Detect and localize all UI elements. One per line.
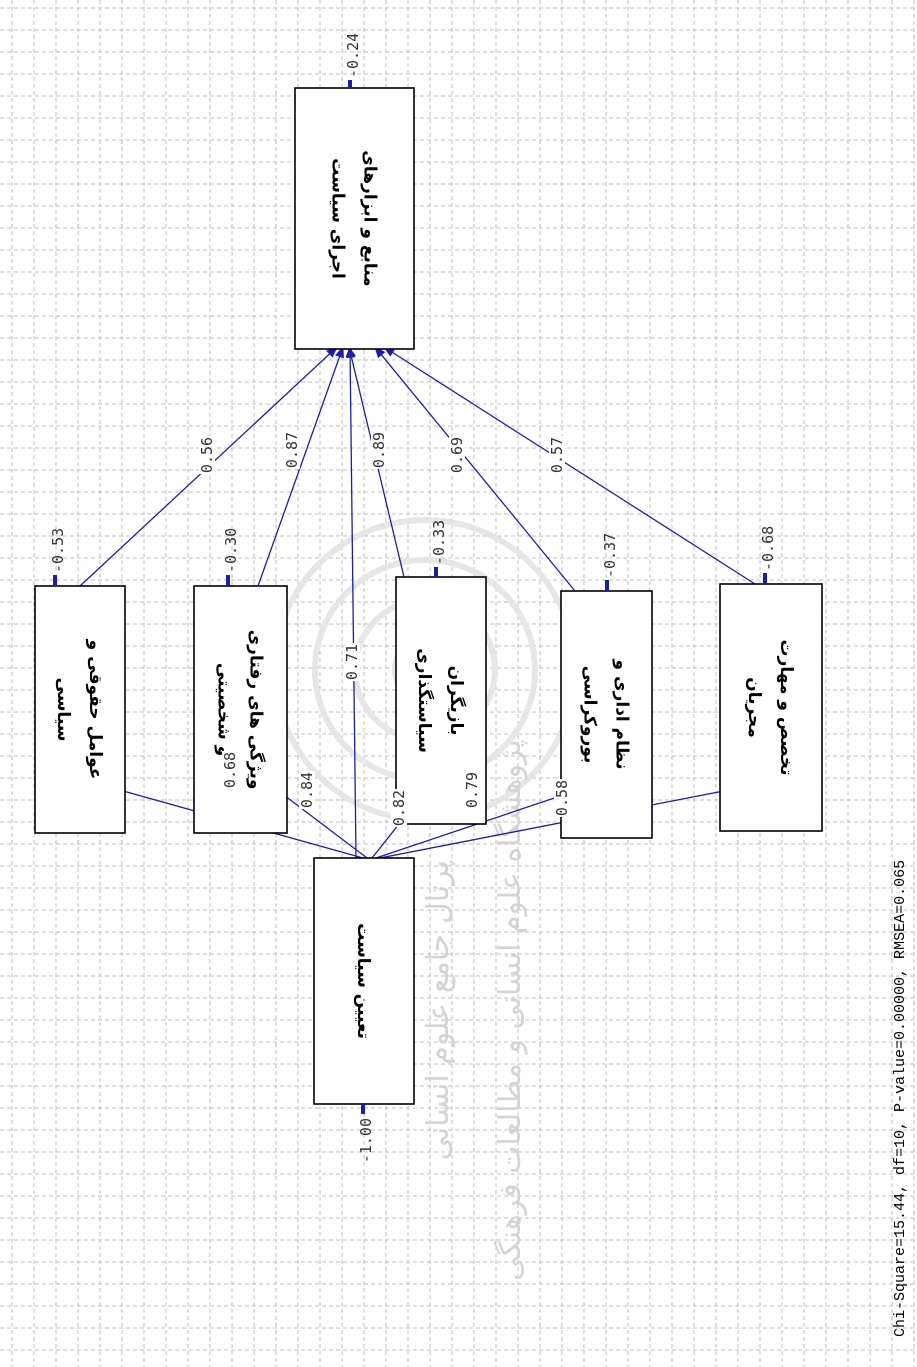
node-label-bureau: نظام اداری و: [612, 659, 632, 770]
coef-group-policy_behavior: 0.84: [298, 771, 316, 809]
coef-bg: [371, 431, 387, 469]
coef-group-actors_resources: 0.89: [370, 431, 388, 469]
error-group-behavior: -0.30: [222, 528, 240, 573]
node-label-actors: بازیگران: [446, 666, 467, 736]
coef-behavior_resources: 0.87: [283, 432, 301, 468]
node-label-behavior: و شخصیتی: [214, 663, 234, 756]
path-coefficients: 0.68 0.84 0.82 0.79 0.58 0.71 0.56 0.87 0.89 0.69…: [49, 33, 777, 1163]
coef-bg: [464, 771, 480, 809]
coef-group-behavior_resources: 0.87: [283, 431, 301, 469]
error-actors: -0.33: [430, 520, 448, 565]
error-behavior: -0.30: [222, 528, 240, 573]
coef-bg: [449, 436, 465, 474]
coef-policy_bureau: 0.79: [463, 772, 481, 808]
box-text-expertise: تخصص و مهارت مجریان: [744, 640, 796, 776]
coef-group-policy_bureau: 0.79: [463, 771, 481, 809]
box-expertise: [719, 583, 823, 832]
error-bureau: -0.37: [601, 533, 619, 578]
box-behavior: [193, 585, 288, 834]
coef-policy_expertise: 0.58: [553, 780, 571, 816]
coef-group-expertise_resources: 0.57: [548, 436, 566, 474]
coef-bg: [549, 436, 565, 474]
coef-actors_resources: 0.89: [370, 432, 388, 468]
coef-bg: [554, 779, 570, 817]
coef-bureau_resources: 0.69: [448, 437, 466, 473]
error-resources: -0.24: [344, 33, 362, 78]
coef-policy_behavior: 0.84: [298, 772, 316, 808]
coef-policy_actors: 0.82: [390, 790, 408, 826]
error-legal: -0.53: [49, 528, 67, 573]
node-label-resources: اجرای سیاست: [328, 158, 348, 279]
coef-bg: [222, 751, 238, 789]
box-legal: [34, 585, 126, 834]
coef-expertise_resources: 0.57: [548, 437, 566, 473]
node-label-resources: منابع و ابزارهای: [360, 150, 380, 286]
box-text-actors: بازیگران سیاستگذاری: [414, 648, 467, 753]
arrow-bureau-to-resources: [374, 346, 576, 592]
node-label-legal: سیاسی: [53, 678, 73, 742]
coef-bg: [391, 789, 407, 827]
coef-group-policy_legal: 0.68: [221, 751, 239, 789]
box-bureau: [560, 590, 653, 839]
coef-bg: [284, 431, 300, 469]
error-policy: -1.00: [357, 1118, 375, 1163]
coef-bg: [299, 771, 315, 809]
error-group-policy: -1.00: [357, 1118, 375, 1163]
node-label-expertise: مجریان: [744, 677, 764, 738]
coef-group-policy_expertise: 0.58: [553, 779, 571, 817]
coef-group-policy_actors: 0.82: [390, 789, 408, 827]
variable-boxes: منابع و ابزارهای اجرای سیاست عوامل حقوقی و…: [34, 80, 823, 1114]
error-expertise: -0.68: [759, 526, 777, 571]
error-group-actors: -0.33: [430, 520, 448, 565]
arrow-behavior-to-resources: [257, 345, 344, 587]
coef-group-policy_resources: 0.71: [343, 643, 361, 681]
arrow-expertise-to-resources: [383, 346, 756, 585]
error-group-legal: -0.53: [49, 528, 67, 573]
node-label-expertise: تخصص و مهارت: [776, 640, 796, 776]
coef-group-legal_resources: 0.56: [198, 436, 216, 474]
error-group-bureau: -0.37: [601, 533, 619, 578]
fit-statistics: Chi-Square=15.44, df=10, P-value=0.00000…: [892, 860, 909, 1337]
box-resources: [294, 87, 415, 350]
box-text-policy: تعیین سیاست: [353, 923, 373, 1039]
node-label-legal: عوامل حقوقی و: [85, 639, 105, 780]
error-group-expertise: -0.68: [759, 526, 777, 571]
box-text-legal: عوامل حقوقی و سیاسی: [53, 639, 105, 780]
box-text-bureau: نظام اداری و بوروکراسی: [580, 659, 632, 770]
coef-bg: [199, 436, 215, 474]
node-label-bureau: بوروکراسی: [580, 666, 600, 764]
node-label-actors: سیاستگذاری: [414, 648, 435, 753]
coef-bg: [344, 643, 360, 681]
coef-group-bureau_resources: 0.69: [448, 436, 466, 474]
arrow-policy-to-resources: [345, 345, 357, 859]
node-label-behavior: ویژگی های رفتاری: [246, 630, 267, 790]
coef-policy_resources: 0.71: [343, 644, 361, 680]
coef-policy_legal: 0.68: [221, 752, 239, 788]
node-label-policy: تعیین سیاست: [353, 923, 373, 1039]
box-text-behavior: ویژگی های رفتاری و شخصیتی: [214, 630, 267, 790]
error-group-resources: -0.24: [344, 33, 362, 78]
fit-statistics-group: Chi-Square=15.44, df=10, P-value=0.00000…: [892, 860, 909, 1337]
box-text-resources: منابع و ابزارهای اجرای سیاست: [328, 150, 380, 286]
coef-legal_resources: 0.56: [198, 437, 216, 473]
watermark-line-2: پرتال جامع علوم انسانی: [421, 860, 456, 1160]
watermark-line-1: پژوهشگاه علوم انسانی و مطالعات فرهنگی: [493, 739, 528, 1281]
